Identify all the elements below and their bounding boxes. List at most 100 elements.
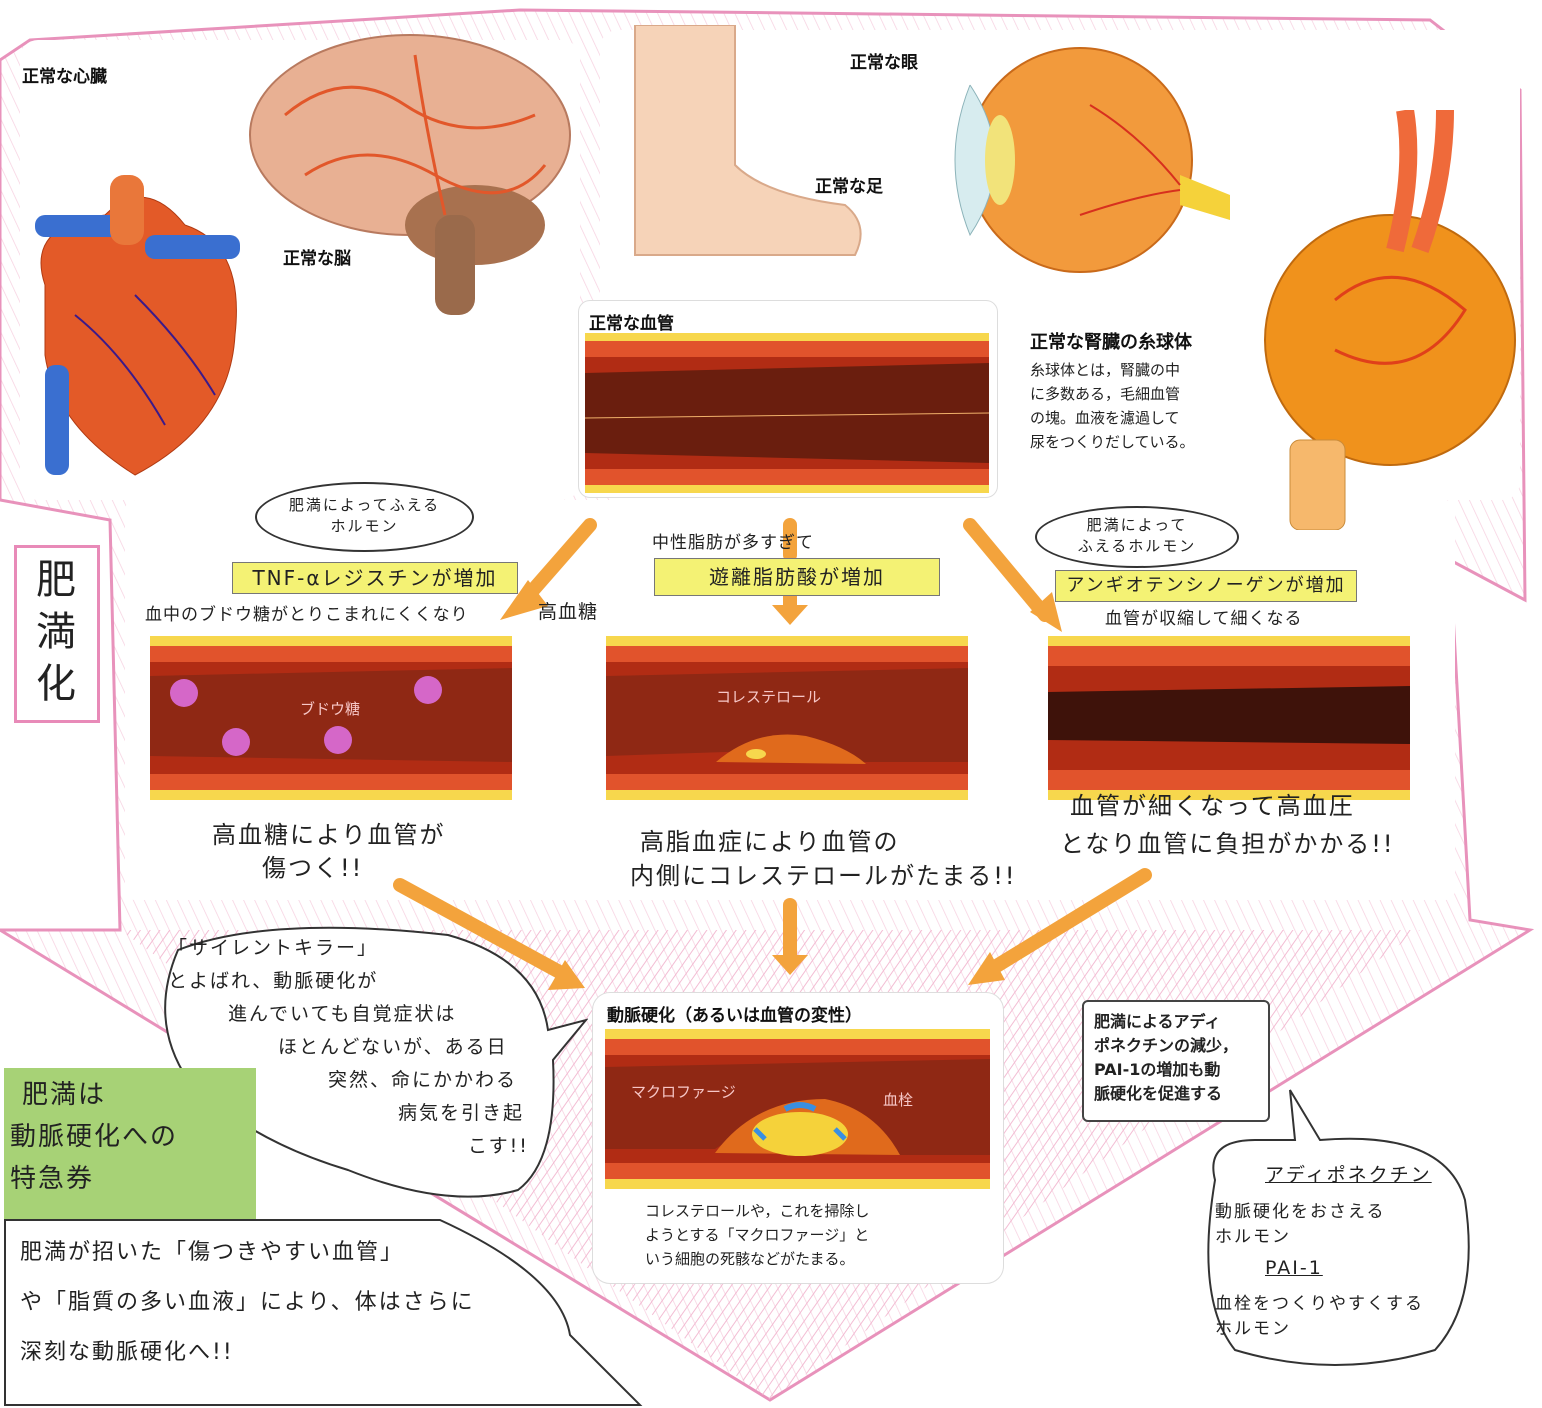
middle-result-2: 内側にコレステロールがたまる!! xyxy=(630,862,1017,890)
kidney-desc-1: 糸球体とは，腎臓の中 xyxy=(1030,361,1181,379)
def-term-2: PAI-1 xyxy=(1265,1257,1323,1279)
normal-vessel-diagram xyxy=(585,333,989,493)
plaque-core xyxy=(752,1112,848,1156)
adiponectin-note-box: 肥満によるアディ ポネクチンの減少， PAI-1の増加も動 脈硬化を促進する xyxy=(1082,1000,1270,1122)
silent-line-7: こす!! xyxy=(468,1135,529,1157)
middle-fatty-acid-bar: 遊離脂肪酸が増加 xyxy=(654,558,940,596)
arrow-head-mid xyxy=(772,605,808,625)
left-bubble-line-2: ホルモン xyxy=(330,517,399,535)
silent-line-1: 「サイレントキラー」 xyxy=(168,937,379,959)
glucose-molecule xyxy=(170,679,198,707)
silent-line-5: 突然、命にかかわる xyxy=(328,1069,518,1091)
bottom-line-3: 深刻な動脈硬化へ!! xyxy=(20,1340,234,1365)
green-line-3: 特急券 xyxy=(10,1164,95,1194)
arrow-head-left-athero xyxy=(548,960,585,990)
bottom-line-1: 肥満が招いた「傷つきやすい血管」 xyxy=(20,1240,405,1265)
left-result-1: 高血糖により血管が xyxy=(212,821,446,849)
narrow-vessel xyxy=(1048,636,1410,800)
green-line-1: 肥満は xyxy=(22,1080,107,1110)
glucose-label: ブドウ糖 xyxy=(300,700,361,718)
atherosclerosis-panel: 動脈硬化（あるいは血管の変性） マクロファージ 血栓 コレステロールや，これを掃… xyxy=(592,992,1004,1284)
arrow-right-to-athero xyxy=(983,868,1152,977)
atherosclerosis-desc: コレステロールや，これを掃除し ようとする「マクロファージ」と いう細胞の死骸な… xyxy=(645,1199,869,1271)
left-bubble-line-1: 肥満によってふえる xyxy=(288,496,441,514)
left-hormone-bar: TNF-αレジスチンが増加 xyxy=(232,562,518,594)
arrow-head-right xyxy=(1030,592,1062,632)
bottom-text: 肥満が招いた「傷つきやすい血管」 や「脂質の多い血液」により、体はさらに 深刻な… xyxy=(20,1228,580,1378)
heart-illustration xyxy=(35,175,240,476)
note-line-3: PAI-1の増加も動 xyxy=(1094,1060,1221,1079)
normal-vessel-panel: 正常な血管 xyxy=(578,300,998,498)
narrow-vessel-diagram xyxy=(1048,636,1410,800)
glucose-molecule xyxy=(414,676,442,704)
note-line-4: 脈硬化を促進する xyxy=(1094,1084,1223,1103)
macrophage-label: マクロファージ xyxy=(631,1083,736,1101)
cholesterol-vessel: コレステロール xyxy=(606,636,968,800)
right-bubble-line-2: ふえるホルモン xyxy=(1077,537,1197,555)
side-char-3: 化 xyxy=(36,661,78,707)
cholesterol-label: コレステロール xyxy=(716,688,822,706)
heart-label: 正常な心臓 xyxy=(22,67,107,87)
kidney-title: 正常な腎臓の糸球体 xyxy=(1030,332,1192,353)
athero-desc-3: いう細胞の死骸などがたまる。 xyxy=(645,1250,855,1268)
glucose-molecule xyxy=(324,726,352,754)
side-char-2: 満 xyxy=(36,609,78,655)
clot xyxy=(783,1102,817,1112)
kidney-desc-2: に多数ある，毛細血管 xyxy=(1030,385,1181,403)
obesity-side-label: 肥 満 化 xyxy=(14,545,100,723)
arrow-left-to-athero xyxy=(393,878,572,982)
glucose-vessel-diagram xyxy=(150,636,512,800)
silent-line-3: 進んでいても自覚症状は xyxy=(228,1003,457,1025)
brain-label: 正常な脳 xyxy=(283,249,351,269)
express-ticket-box: 肥満は 動脈硬化への 特急券 xyxy=(4,1068,256,1220)
macrophage-mark xyxy=(833,1127,847,1141)
right-bubble-line-1: 肥満によって xyxy=(1086,516,1188,534)
bottom-line-2: や「脂質の多い血液」により、体はさらに xyxy=(20,1290,475,1315)
arrow-head-right-athero xyxy=(968,952,1005,985)
note-line-2: ポネクチンの減少， xyxy=(1094,1036,1239,1055)
clot-label: 血栓 xyxy=(883,1091,914,1109)
right-cause-line: 血管が収縮して細くなる xyxy=(1105,609,1303,629)
eye-illustration xyxy=(954,47,1230,273)
def-desc-2a: 血栓をつくりやすくする xyxy=(1215,1294,1424,1314)
right-hormone-bubble: 肥満によって ふえるホルモン xyxy=(1035,506,1239,568)
silent-line-6: 病気を引き起 xyxy=(398,1102,525,1124)
atherosclerosis-title: 動脈硬化（あるいは血管の変性） xyxy=(607,1006,862,1026)
atherosclerosis-diagram xyxy=(605,1029,990,1189)
silent-line-2: とよばれ、動脈硬化が xyxy=(168,970,379,992)
note-line-1: 肥満によるアディ xyxy=(1094,1012,1221,1031)
def-desc-1a: 動脈硬化をおさえる xyxy=(1215,1202,1386,1222)
foot-illustration xyxy=(634,25,862,256)
normal-vessel-title: 正常な血管 xyxy=(589,314,674,334)
left-result-2: 傷つく!! xyxy=(262,854,364,882)
right-result-2: となり血管に負担がかかる!! xyxy=(1060,830,1395,858)
right-result-1: 血管が細くなって高血圧 xyxy=(1070,792,1355,820)
kidney-desc-4: 尿をつくりだしている。 xyxy=(1030,433,1195,451)
eye-label: 正常な眼 xyxy=(850,53,918,73)
right-hormone-bar: アンギオテンシノーゲンが増加 xyxy=(1055,570,1357,602)
glucose-molecule xyxy=(222,728,250,756)
left-cause-end: 高血糖 xyxy=(538,601,599,623)
middle-result-1: 高脂血症により血管の xyxy=(640,828,900,856)
kidney-desc-3: の塊。血液を濾過して xyxy=(1030,409,1180,427)
def-term-1: アディポネクチン xyxy=(1265,1164,1432,1186)
left-hormone-bubble: 肥満によってふえる ホルモン xyxy=(255,482,474,552)
side-char-1: 肥 xyxy=(36,557,78,603)
arrow-head-left xyxy=(500,580,548,620)
foot-label: 正常な足 xyxy=(815,177,883,197)
athero-desc-1: コレステロールや，これを掃除し xyxy=(645,1202,870,1220)
bottom-speech-shape xyxy=(4,1219,643,1406)
kidney-glomerulus-illustration xyxy=(1264,110,1516,530)
definitions-cloud-shape xyxy=(1207,1089,1470,1366)
definitions-text: アディポネクチン 動脈硬化をおさえる ホルモン PAI-1 血栓をつくりやすくす… xyxy=(1215,1160,1475,1339)
def-desc-1b: ホルモン xyxy=(1215,1227,1291,1247)
glucose-vessel: ブドウ糖 xyxy=(150,636,512,800)
cholesterol-vessel-diagram xyxy=(606,636,968,800)
macrophage-mark xyxy=(753,1127,767,1141)
athero-desc-2: ようとする「マクロファージ」と xyxy=(645,1226,870,1244)
green-line-2: 動脈硬化への xyxy=(10,1122,179,1152)
arrow-to-right-branch xyxy=(963,518,1052,622)
silent-killer-text: 「サイレントキラー」 とよばれ、動脈硬化が 進んでいても自覚症状は ほとんどない… xyxy=(168,932,558,1163)
middle-top-line: 中性脂肪が多すぎて xyxy=(652,533,814,553)
